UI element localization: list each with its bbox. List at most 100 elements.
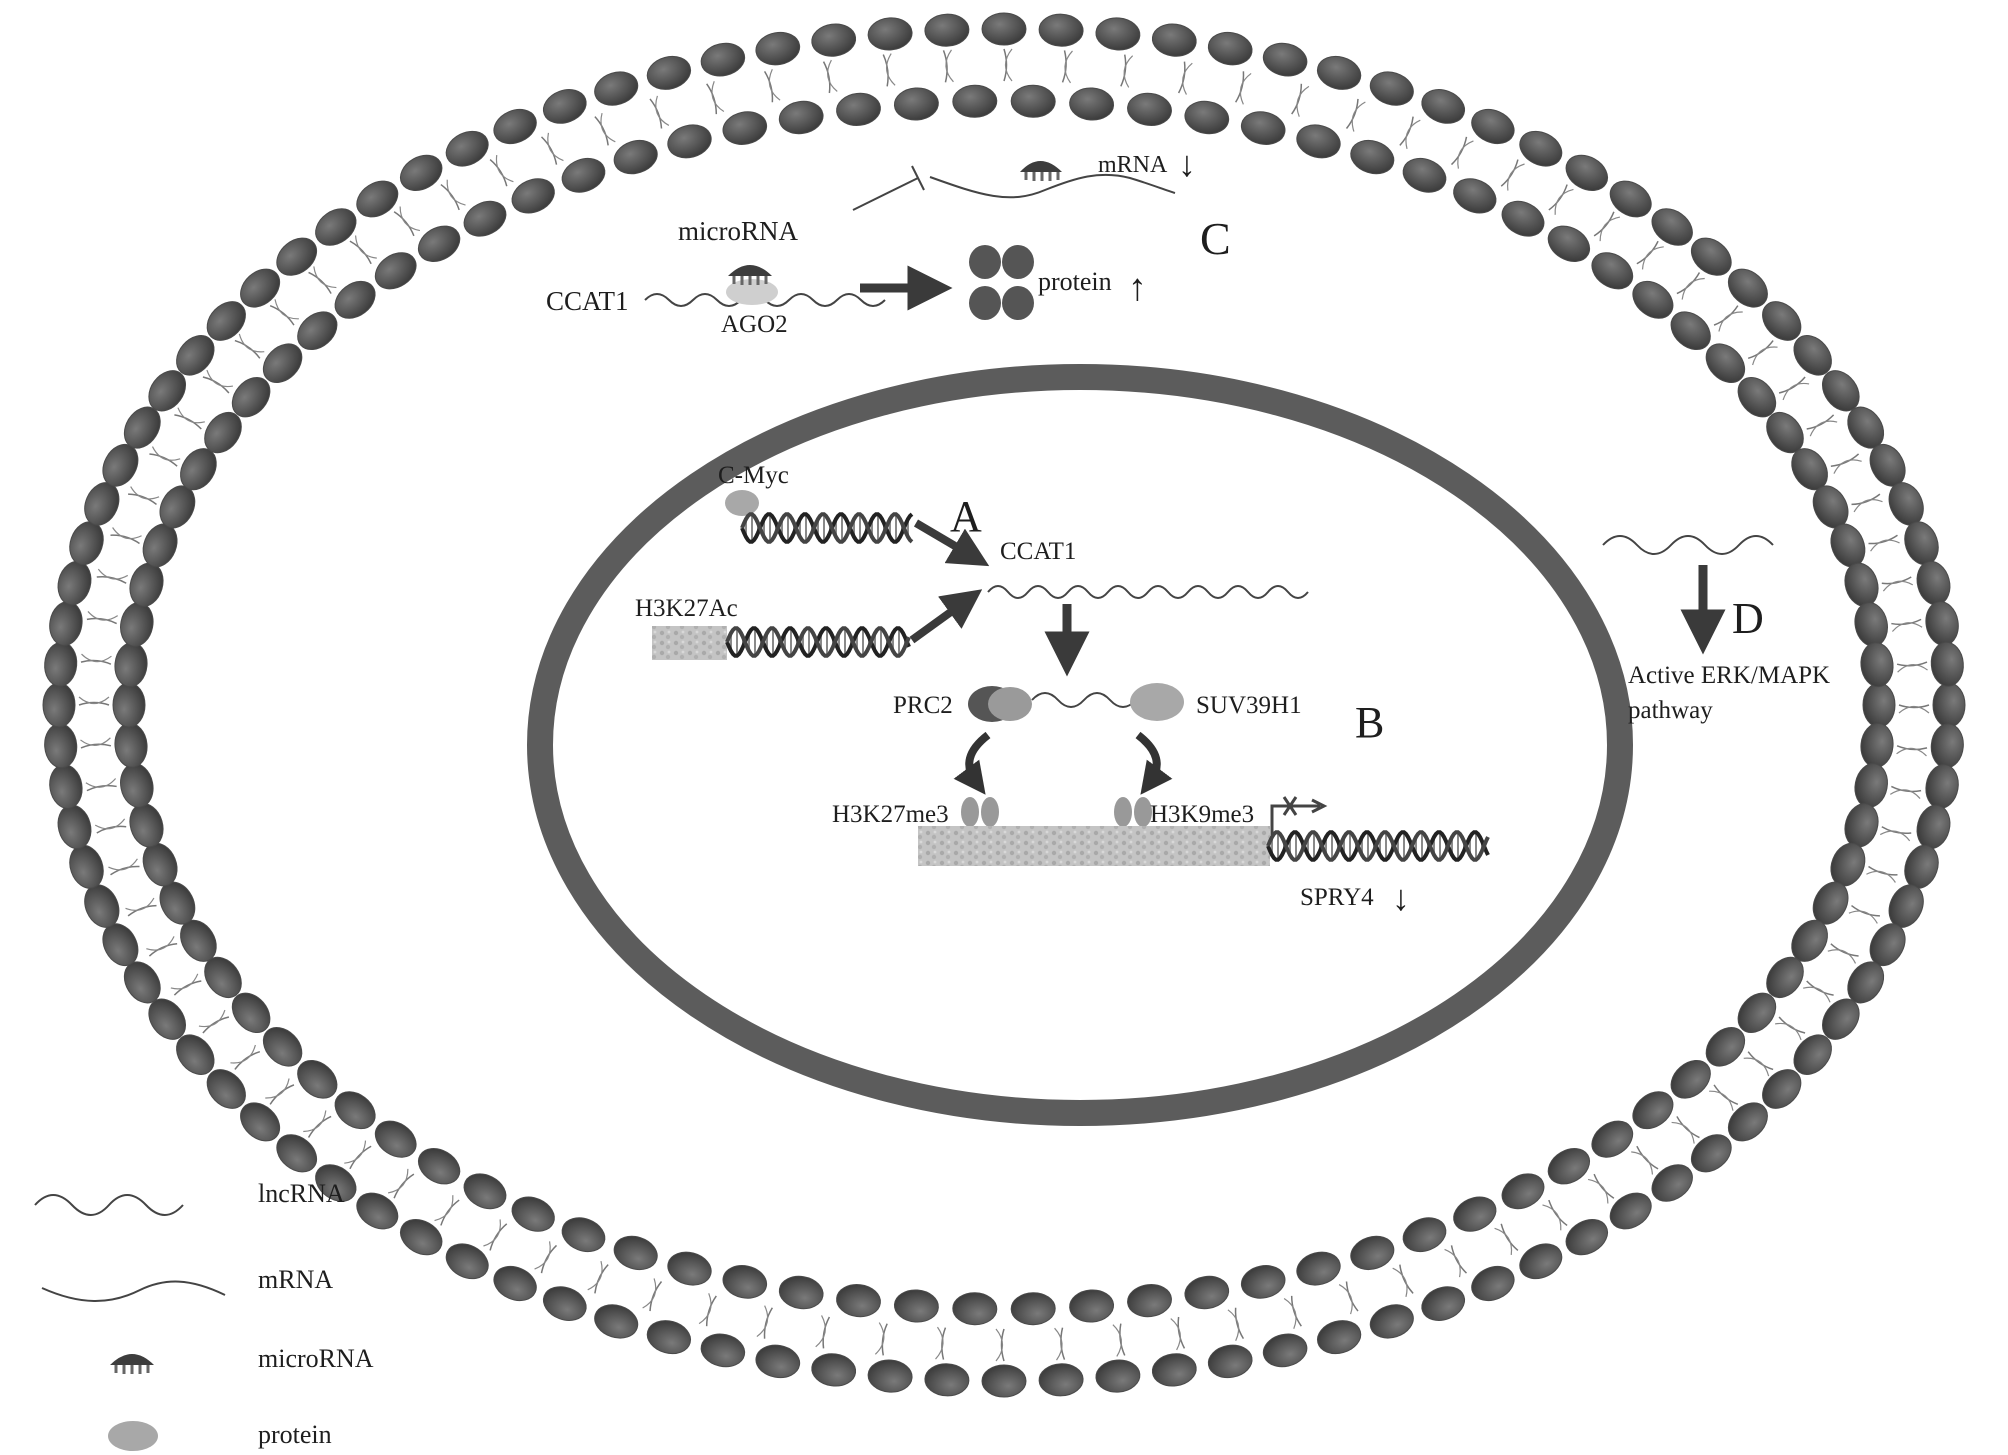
lipid-tail [1896, 747, 1927, 757]
lipid-tail [1060, 1327, 1066, 1360]
lipid-tail [269, 304, 295, 326]
legend-microrna-label: microRNA [258, 1344, 374, 1373]
lipid-head [1519, 130, 1563, 167]
blocked-transcription-icon [1270, 796, 1328, 838]
section-c-group: mRNA ↓ microRNA CCAT1 AGO2 [546, 144, 1231, 338]
lipid-tail [1631, 1151, 1654, 1175]
lipid-tail [705, 1295, 717, 1327]
lipid-head [1038, 1363, 1084, 1397]
lipid-head [374, 1120, 417, 1158]
lipid-tail [1239, 72, 1252, 105]
lipid-tail [483, 1219, 501, 1247]
lipid-tail [1064, 50, 1073, 84]
lipid-head [755, 1344, 801, 1379]
lipid-tail [1120, 54, 1127, 87]
lipid-tail [1405, 119, 1421, 150]
lipid-tail [349, 240, 372, 265]
lipid-head [206, 1069, 246, 1109]
lipid-tail [80, 659, 112, 665]
lipid-tail [763, 1307, 773, 1339]
lipid-tail [1671, 1121, 1695, 1144]
lipid-head [1547, 225, 1591, 263]
lipid-tail [655, 95, 670, 126]
lipid-head [315, 1164, 357, 1202]
lipid-tail [945, 49, 954, 83]
lipid-tail [1283, 1297, 1297, 1329]
lipid-head [1095, 1359, 1141, 1393]
prc2-complex-icon [968, 686, 1032, 722]
lipid-head [1762, 1069, 1802, 1109]
lipid-tail [600, 112, 616, 143]
lipid-tail [1345, 1281, 1359, 1312]
lipid-tail [1747, 340, 1774, 360]
lipid-head [176, 335, 215, 376]
lipid-tail [130, 486, 160, 500]
lipid-head [722, 1265, 768, 1299]
lipid-head [1916, 560, 1951, 606]
lipid-tail [80, 737, 111, 746]
lipid-head [542, 89, 587, 124]
suv39h1-curved-arrow [1135, 731, 1173, 795]
lipid-tail [1833, 459, 1862, 474]
lipid-head [1762, 301, 1802, 341]
lipid-tail [1891, 618, 1922, 626]
lipid-tail [440, 183, 460, 211]
lipid-tail [1868, 534, 1898, 545]
lipid-head [463, 200, 507, 237]
lipid-tail [1806, 980, 1834, 996]
lipid-tail [446, 179, 466, 206]
lipid-head [1316, 55, 1362, 90]
lipid-head [1453, 1196, 1497, 1232]
lipid-head [1632, 280, 1674, 319]
lipid-tail [1593, 211, 1615, 237]
lipid-head [811, 1353, 857, 1387]
lipid-tail [399, 206, 421, 232]
lipid-head [1151, 23, 1197, 57]
lipid-tail [148, 943, 178, 957]
lipid-head [700, 42, 746, 77]
lipid-tail [1896, 745, 1928, 751]
lipid-tail [1548, 184, 1568, 211]
lipid-tail [110, 865, 140, 876]
lipid-tail [1182, 62, 1193, 95]
lipid-tail [1177, 61, 1186, 94]
chromatin-silenced [918, 826, 1270, 866]
lipid-tail [1881, 826, 1912, 835]
lipid-tail [1870, 539, 1900, 552]
lipid-tail [393, 211, 415, 237]
lipid-tail [1112, 1324, 1122, 1357]
lipid-tail [540, 136, 558, 165]
lipid-head [867, 1359, 913, 1393]
section-d-group: D Active ERK/MAPK pathway [1602, 535, 1830, 724]
lipid-head [1930, 641, 1964, 687]
lipid-tail [198, 1009, 226, 1028]
lipid-tail [202, 376, 230, 394]
lipid-head [667, 124, 712, 159]
lipid-tail [234, 339, 261, 359]
lipid-head [1862, 682, 1896, 728]
lipid-tail [594, 1264, 609, 1294]
lipid-head [1262, 1333, 1308, 1368]
lipid-head [1844, 562, 1879, 607]
lipid-tail [1554, 188, 1574, 215]
lipid-tail [151, 446, 181, 461]
lipid-head [867, 17, 913, 51]
lipid-head [981, 1364, 1027, 1398]
lipid-head [1350, 139, 1395, 175]
lipid-head [1860, 642, 1894, 688]
lipid-tail [307, 1115, 332, 1138]
lipid-tail [1061, 50, 1067, 83]
lipid-tail [1636, 240, 1659, 265]
lipid-tail [1593, 1173, 1615, 1199]
lipid-head [206, 301, 246, 341]
lipid-tail [1636, 1145, 1659, 1170]
lipid-tail [1054, 1327, 1063, 1361]
lipid-tail [1866, 870, 1896, 883]
lipid-tail [344, 1140, 367, 1164]
lipid-head [445, 130, 489, 167]
lipid-tail [1290, 1295, 1302, 1327]
lipid-tail [942, 50, 948, 83]
lipid-head [49, 764, 83, 809]
lipid-head [1402, 1217, 1447, 1253]
